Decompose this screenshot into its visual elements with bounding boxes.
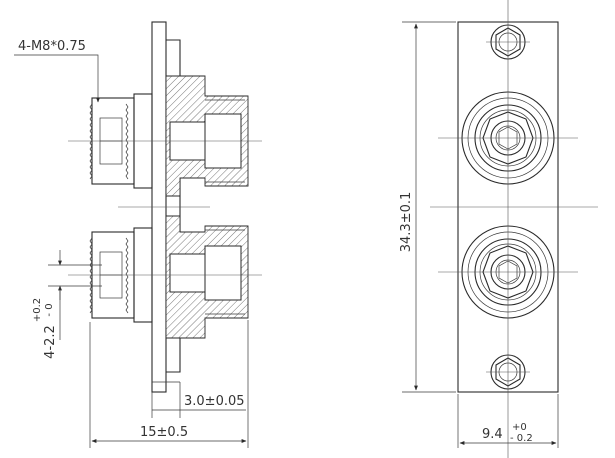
flange-thickness-dimension: 3.0±0.05 [151, 382, 246, 418]
hole-dimension-plus: +0.2 [32, 298, 43, 322]
lower-thread-teeth [89, 237, 129, 314]
hole-dimension-main: 4-2.2 [43, 325, 58, 359]
lower-connector [89, 215, 249, 339]
overall-length-text: 15±0.5 [140, 425, 188, 440]
side-view: 4-M8*0.75 4-2.2 +0.2 - 0 3.0±0.05 15±0 [14, 21, 262, 448]
upper-thread-teeth [89, 103, 129, 180]
hole-dimension-minus: - 0 [44, 303, 55, 316]
width-dimension: 9.4 +0 - 0.2 [457, 394, 559, 448]
width-minus-text: - 0.2 [510, 433, 533, 444]
overall-height-text: 34.3±0.1 [399, 192, 414, 253]
flange-thickness-text: 3.0±0.05 [184, 394, 245, 409]
overall-height-dimension: 34.3±0.1 [399, 21, 456, 393]
upper-connector [89, 75, 249, 197]
front-centerlines [430, 0, 598, 458]
thread-callout-text: 4-M8*0.75 [18, 39, 86, 54]
overall-length-dimension: 15±0.5 [89, 320, 249, 448]
thread-callout: 4-M8*0.75 [14, 39, 100, 103]
front-view: 34.3±0.1 9.4 +0 - 0.2 [399, 0, 598, 458]
hole-dimension: 4-2.2 +0.2 - 0 [32, 250, 102, 359]
width-main-text: 9.4 [482, 427, 503, 442]
width-plus-text: +0 [512, 422, 527, 433]
side-centerlines [68, 140, 262, 276]
